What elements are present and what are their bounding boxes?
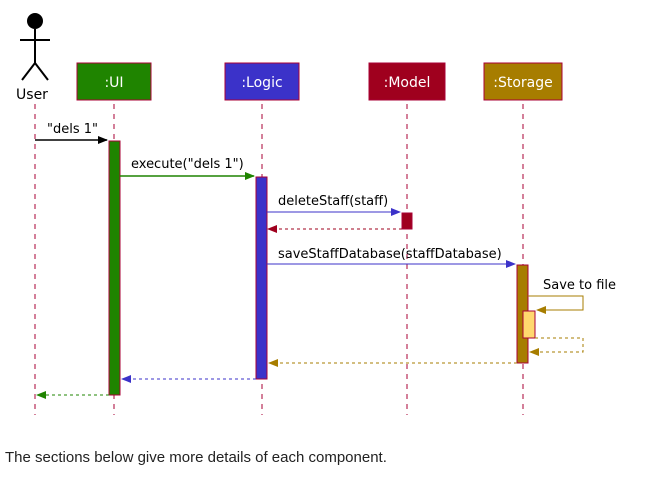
- message-3: deleteStaff(staff): [267, 194, 401, 216]
- self-return-arrow: [529, 337, 584, 356]
- storage-nested-activation-bar: [522, 310, 536, 339]
- actor-head-icon: [27, 13, 43, 29]
- participant-logic: :Logic: [224, 62, 300, 101]
- participant-box: [224, 62, 300, 101]
- participant-label: :Model: [384, 75, 431, 91]
- ui-activation-bar: [108, 140, 121, 396]
- message-7-self-return: [529, 337, 584, 356]
- caption-text: The sections below give more details of …: [5, 449, 387, 466]
- participant-box: [76, 62, 152, 101]
- participant-label: :Logic: [241, 75, 282, 91]
- self-call-arrow: [528, 295, 584, 314]
- user-actor: User: [16, 13, 50, 103]
- model-activation-bar: [401, 212, 413, 230]
- participant-label: :Storage: [493, 75, 553, 91]
- message-label: "dels 1": [47, 122, 98, 137]
- participant-ui: :UI: [76, 62, 152, 101]
- message-2: execute("dels 1"): [120, 157, 255, 180]
- participant-model: :Model: [368, 62, 446, 101]
- sequence-diagram: User :UI :Logic :Model :Storage "dels 1": [16, 13, 616, 415]
- actor-label: User: [16, 87, 48, 103]
- sequence-diagram-figure: User :UI :Logic :Model :Storage "dels 1": [16, 13, 617, 415]
- participant-storage: :Storage: [483, 62, 563, 101]
- message-1: "dels 1": [35, 122, 108, 144]
- participant-box: [368, 62, 446, 101]
- message-label: Save to file: [543, 278, 616, 293]
- message-6-self-call: Save to file: [528, 278, 616, 314]
- message-label: execute("dels 1"): [131, 157, 244, 172]
- logic-activation-bar: [255, 176, 268, 380]
- message-label: saveStaffDatabase(staffDatabase): [278, 247, 502, 262]
- actor-left-leg-icon: [21, 62, 36, 81]
- message-5: saveStaffDatabase(staffDatabase): [267, 247, 516, 268]
- participant-label: :UI: [104, 75, 123, 91]
- message-label: deleteStaff(staff): [278, 194, 388, 209]
- participant-box: [483, 62, 563, 101]
- actor-right-leg-icon: [34, 62, 49, 81]
